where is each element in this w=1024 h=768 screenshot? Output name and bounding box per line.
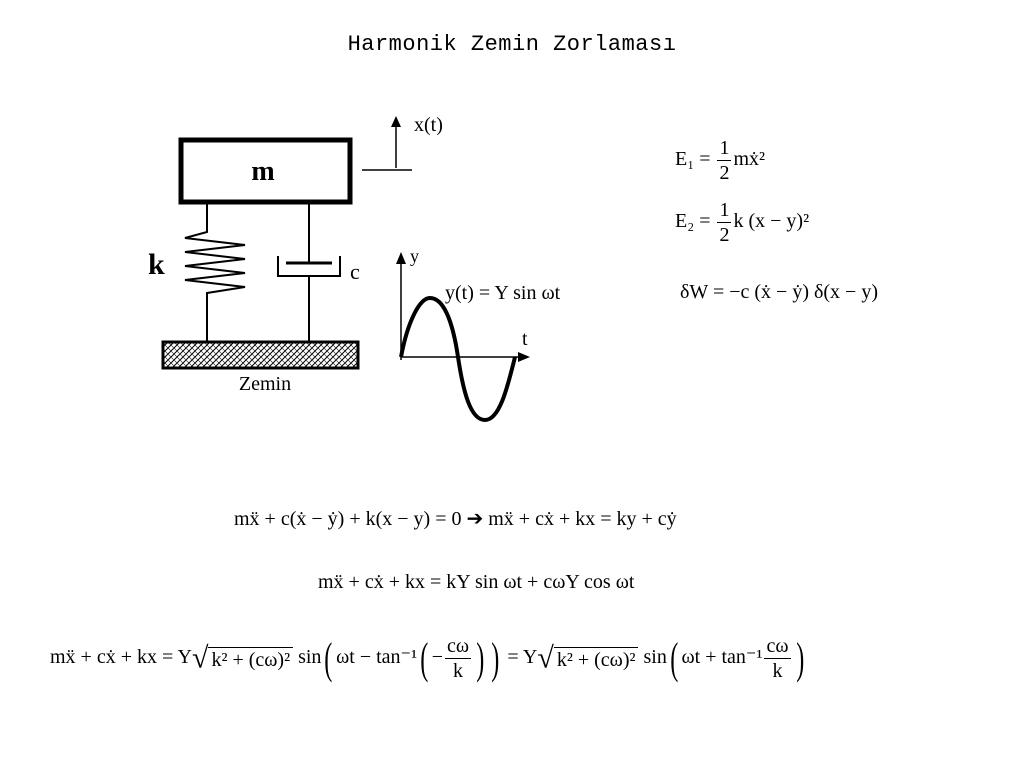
paren-open-icon: ( <box>670 633 679 683</box>
spring-label: k <box>148 248 165 281</box>
eq3-sin2: sin <box>643 646 667 669</box>
eq3-root2: k² + (cω)² <box>553 647 639 670</box>
motion-equation-3: mẍ + cẋ + kx = Y√k² + (cω)² sin(ωt − tan… <box>50 636 807 681</box>
spring <box>184 202 246 342</box>
eq3-root: k² + (cω)² <box>208 647 294 670</box>
y-axis-label: y <box>410 246 419 266</box>
y-axis-arrow <box>396 252 406 264</box>
eq3-frac-num: cω <box>445 635 472 659</box>
e1-denominator: 2 <box>719 162 730 184</box>
eq1-right: mẍ + cẋ + kx = ky + cẏ <box>488 508 677 530</box>
damper-label: c <box>350 259 360 284</box>
page-title: Harmonik Zemin Zorlaması <box>347 32 677 57</box>
e2-lhs: E₂ = <box>675 210 716 233</box>
mass-block <box>178 137 353 205</box>
e2-denominator: 2 <box>719 224 730 246</box>
e2-rhs: k (x − y)² <box>733 210 810 233</box>
sqrt-icon: √ <box>191 641 209 675</box>
paren-close-icon: ) <box>476 633 485 683</box>
paren-close-icon: ) <box>491 633 500 683</box>
motion-equation-2: mẍ + cẋ + kx = kY sin ωt + cωY cos ωt <box>318 571 635 593</box>
eq3-frac2-num: cω <box>764 635 791 659</box>
t-axis-label: t <box>522 328 528 350</box>
eq3-frac2-den: k <box>772 660 783 682</box>
eq3-arg1: ωt − tan⁻¹ <box>336 646 418 669</box>
e1-rhs: mẋ² <box>733 148 766 171</box>
ground-block <box>161 340 360 370</box>
virtual-work: δW = −c (ẋ − ẏ) δ(x − y) <box>680 281 878 303</box>
eq3-sin: sin <box>298 646 322 669</box>
eq3-minus: − <box>431 646 444 669</box>
ground-label: Zemin <box>239 373 291 395</box>
implies-arrow-icon: ➔ <box>466 506 484 530</box>
e2-numerator: 1 <box>717 199 732 223</box>
eq3-lhs: mẍ + cẋ + kx = Y <box>50 646 192 669</box>
paren-open-icon: ( <box>324 633 333 683</box>
mass-label: m <box>251 156 274 187</box>
t-axis-arrow <box>518 352 530 362</box>
displacement-label: x(t) <box>414 114 443 136</box>
e1-numerator: 1 <box>717 137 732 161</box>
eq3-arg2: ωt + tan⁻¹ <box>681 646 763 669</box>
sqrt-icon: √ <box>537 641 554 675</box>
paren-open-icon: ( <box>420 633 429 683</box>
paren-close-icon: ) <box>795 633 804 683</box>
eq3-mid: = Y <box>507 646 538 669</box>
sine-curve <box>399 295 517 423</box>
input-equation: y(t) = Y sin ωt <box>445 282 561 304</box>
motion-equation-1: mẍ + c(ẋ − ẏ) + k(x − y) = 0 ➔ mẍ + cẋ +… <box>234 508 677 529</box>
eq3-frac-den: k <box>453 660 464 682</box>
e1-lhs: E₁ = <box>675 148 716 171</box>
eq1-left: mẍ + c(ẋ − ẏ) + k(x − y) = 0 <box>234 508 462 530</box>
displacement-arrow-head <box>391 116 401 127</box>
